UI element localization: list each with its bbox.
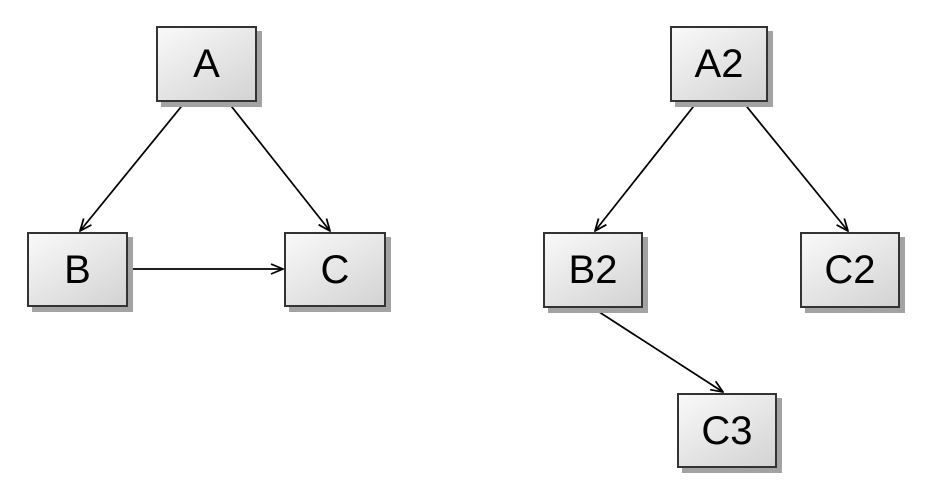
- node-label: C3: [701, 408, 753, 453]
- node-C3[interactable]: C3: [677, 393, 777, 468]
- edge-B2-C3[interactable]: [592, 307, 723, 392]
- edge-A2-B2[interactable]: [595, 101, 698, 231]
- node-B2[interactable]: B2: [543, 232, 643, 308]
- edge-A2-C2[interactable]: [742, 101, 848, 231]
- node-label: A: [193, 42, 220, 86]
- edges-group: [80, 101, 848, 392]
- node-label: B: [64, 247, 91, 292]
- node-B[interactable]: B: [27, 232, 128, 307]
- edge-A-B[interactable]: [80, 101, 186, 231]
- node-A[interactable]: A: [156, 26, 257, 102]
- node-label: C: [320, 247, 350, 292]
- node-C2[interactable]: C2: [800, 232, 900, 308]
- node-label: C2: [824, 248, 876, 292]
- node-label: A2: [694, 42, 744, 86]
- node-label: B2: [568, 248, 618, 292]
- node-C[interactable]: C: [284, 232, 386, 307]
- edge-A-C[interactable]: [227, 101, 330, 231]
- node-A2[interactable]: A2: [670, 26, 768, 102]
